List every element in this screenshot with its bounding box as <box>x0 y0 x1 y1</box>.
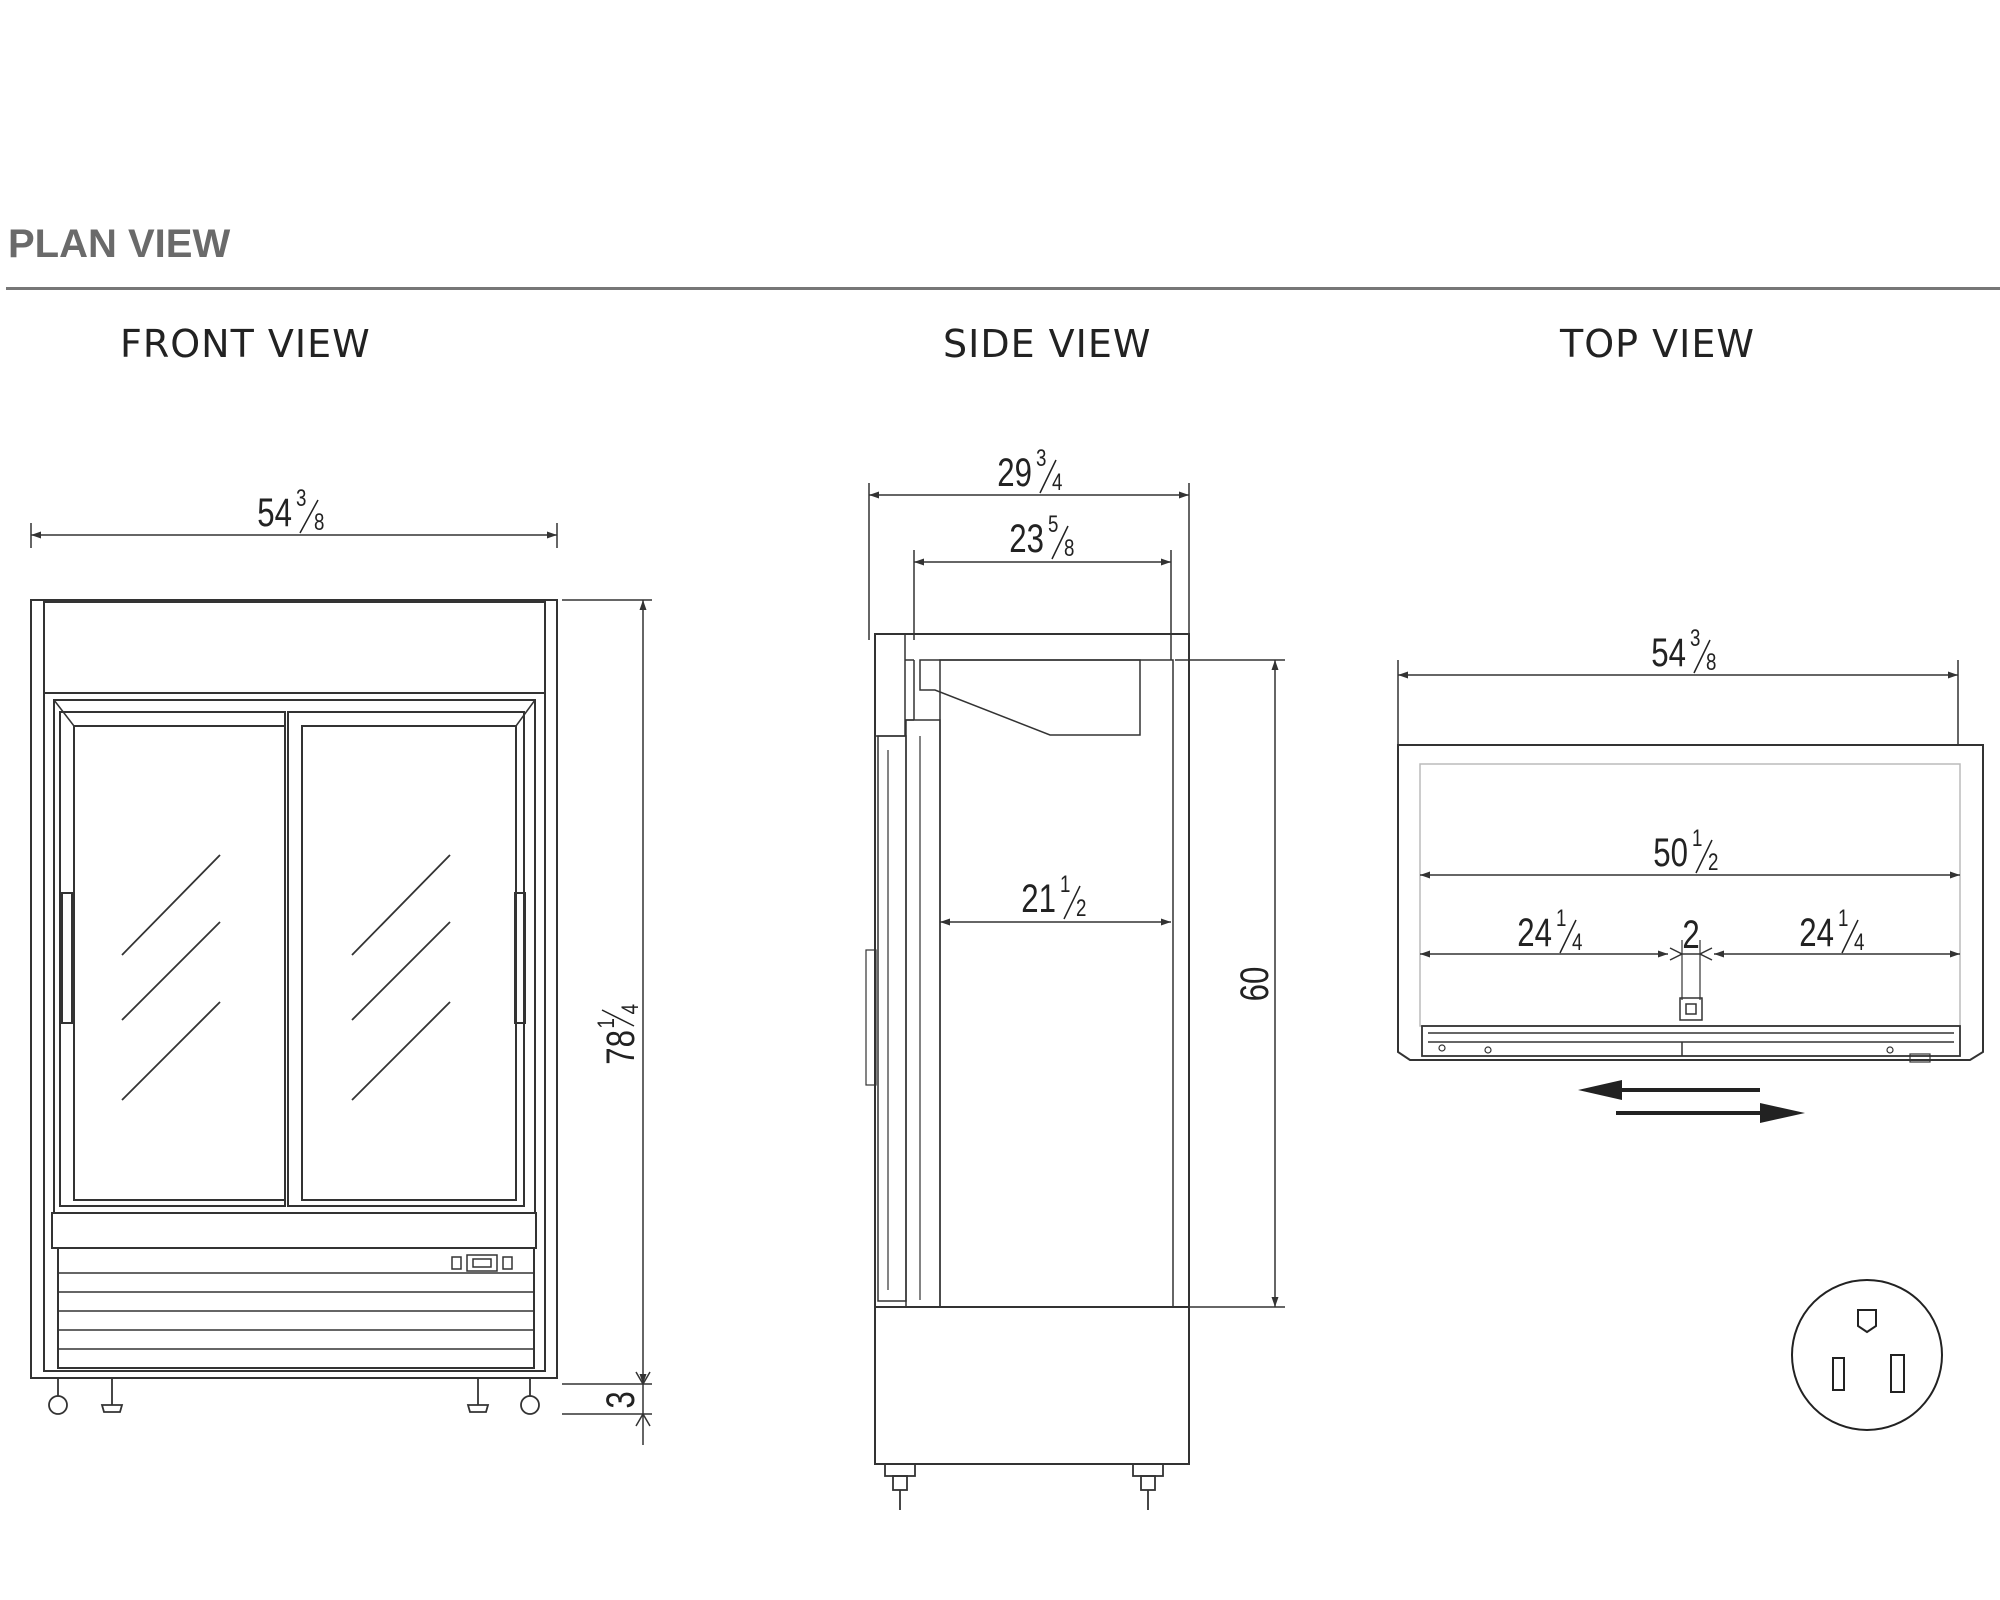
door-track <box>1421 1025 1961 1057</box>
left-door-handle <box>61 892 73 1024</box>
svg-text:3: 3 <box>1036 445 1046 472</box>
right-door <box>287 711 525 1207</box>
bottom-grille <box>57 1247 535 1369</box>
front-view <box>30 523 652 1445</box>
side-door-profile <box>877 735 907 1302</box>
side-interior-height-label: 60 <box>1232 967 1277 1002</box>
front-width-label: 54 <box>257 490 292 535</box>
svg-text:1: 1 <box>1060 871 1070 898</box>
top-view <box>1397 660 1984 1063</box>
glass-reflection <box>121 854 451 1101</box>
leveling-leg-icon <box>100 1378 490 1413</box>
sliding-door-arrows-icon <box>1578 1080 1805 1123</box>
control-panel-icon <box>451 1254 513 1272</box>
side-cabinet-depth-label: 23 <box>1009 516 1044 561</box>
top-right-door-label: 24 <box>1799 910 1834 955</box>
svg-text:8: 8 <box>1064 535 1074 562</box>
svg-text:1: 1 <box>593 1018 620 1028</box>
top-center-gap-label: 2 <box>1682 912 1699 957</box>
caster-icon <box>884 1463 1164 1510</box>
front-height-label: 78 1 4 <box>593 1004 644 1065</box>
side-view-title: SIDE VIEW <box>943 322 1152 366</box>
caster-icon <box>48 1378 540 1415</box>
svg-text:78: 78 <box>598 1030 643 1065</box>
svg-text:4: 4 <box>1052 469 1062 496</box>
nema-5-15-outlet-icon <box>1791 1279 1943 1431</box>
front-cabinet <box>30 599 558 1379</box>
top-cabinet-outline <box>1397 744 1984 1061</box>
svg-text:1: 1 <box>1838 905 1848 932</box>
top-view-title: TOP VIEW <box>1560 322 1755 366</box>
svg-text:8: 8 <box>314 509 324 536</box>
svg-text:4: 4 <box>617 1004 644 1014</box>
front-view-title: FRONT VIEW <box>120 322 371 366</box>
svg-text:3: 3 <box>296 485 306 512</box>
svg-text:8: 8 <box>1706 649 1716 676</box>
section-divider <box>6 287 2000 290</box>
left-door <box>59 711 286 1207</box>
svg-text:4: 4 <box>1572 929 1582 956</box>
interior-liner <box>939 659 1174 1308</box>
svg-text:3: 3 <box>1690 625 1700 652</box>
side-cabinet <box>874 633 1190 1465</box>
side-view <box>865 483 1285 1510</box>
svg-text:2: 2 <box>1076 895 1086 922</box>
door-frame <box>43 692 546 1372</box>
leg-height-label: 3 <box>598 1391 643 1408</box>
door-lock-icon <box>1679 997 1703 1021</box>
svg-text:4: 4 <box>1854 929 1864 956</box>
svg-text:2: 2 <box>1708 849 1718 876</box>
top-overall-width-label: 54 <box>1651 630 1686 675</box>
top-interior-width-label: 50 <box>1653 830 1688 875</box>
svg-text:1: 1 <box>1556 905 1566 932</box>
svg-text:5: 5 <box>1048 511 1058 538</box>
evaporator-housing <box>919 659 1141 736</box>
top-left-door-label: 24 <box>1517 910 1552 955</box>
section-title: PLAN VIEW <box>8 222 231 266</box>
right-door-handle <box>514 892 526 1024</box>
svg-text:1: 1 <box>1692 825 1702 852</box>
side-interior-depth-label: 21 <box>1021 876 1056 921</box>
side-overall-depth-label: 29 <box>997 450 1032 495</box>
